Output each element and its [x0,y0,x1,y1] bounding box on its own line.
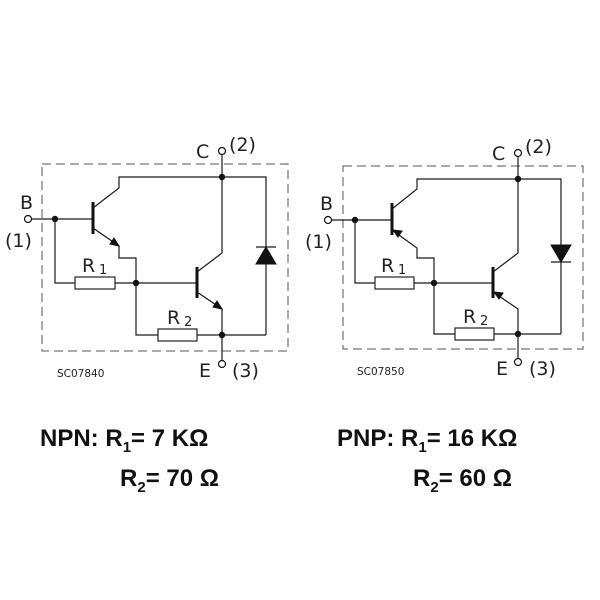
pnp-prefix: PNP: [337,425,395,452]
emitter-label: E [199,360,211,382]
diode-icon [255,246,277,265]
transistor-t2-npn [195,177,224,335]
emitter-terminal [513,357,523,367]
base-label: B [320,193,333,215]
r2-sub: 2 [430,479,439,496]
diode-icon [550,244,572,263]
resistor-r2 [157,328,198,342]
r1-sub: 1 [122,439,132,456]
r1-wire-left [54,219,75,284]
r2-name: R [120,465,138,492]
r1-wire-left [354,220,375,284]
r2-sub: 2 [137,479,146,496]
r2-wire-left [433,283,455,335]
emitter-label: E [496,358,508,380]
collector-pin-label: (2) [229,134,256,156]
pnp-r1-spec: PNP: R1= 16 KΩ [337,425,517,456]
drawing-code: SC07840 [57,368,104,380]
r1-name: R [105,425,123,452]
r1-subscript: 1 [398,263,406,278]
collector-label: C [492,143,505,165]
npn-r2-spec: R2= 70 Ω [120,465,219,496]
r1-label: R [381,255,394,277]
resistor-r2 [454,327,495,341]
emitter-pin-label: (3) [232,360,259,382]
diode-rail [518,178,562,334]
emitter-arrow-icon [212,300,224,310]
npn-prefix: NPN: [40,425,99,452]
base-terminal [323,215,333,225]
collector-pin-label: (2) [525,136,552,158]
resistor-r1 [374,276,415,290]
collector-label: C [196,141,209,163]
r2-subscript: 2 [480,314,488,329]
collector-terminal [217,146,227,156]
r2-wire-left [135,283,158,336]
emitter-arrow-icon [492,291,504,300]
r1-sub: 1 [418,439,427,456]
transistor-t1-npn [91,176,222,283]
pnp-darlington-circuit: B (1) R 1 R 2 C (2) [305,136,584,380]
r1-label: R [82,255,95,277]
base-pin-label: (1) [5,230,32,252]
r2-label: R [167,307,180,329]
emitter-arrow-icon [109,237,121,247]
r1-subscript: 1 [99,263,107,278]
collector-terminal [513,148,523,158]
r2-value: = 60 Ω [438,465,512,492]
emitter-pin-label: (3) [529,358,556,380]
npn-r1-spec: NPN: R1= 7 KΩ [40,425,208,456]
package-outline [41,163,289,352]
r2-subscript: 2 [184,315,192,330]
emitter-arrow-icon [391,229,403,238]
emitter-terminal [217,359,227,369]
r1-value: = 7 KΩ [131,425,209,452]
r2-label: R [463,306,476,328]
base-pin-label: (1) [305,231,332,253]
r1-value: = 16 KΩ [426,425,518,452]
transistor-t1-pnp [390,178,518,283]
diode-rail [222,176,267,335]
transistor-t2-pnp [491,179,519,334]
base-label: B [20,192,33,214]
package-outline [342,165,584,350]
r1-name: R [401,425,419,452]
resistor-r1 [74,276,116,290]
r2-name: R [413,465,431,492]
base-terminal [23,214,33,224]
drawing-code: SC07850 [357,366,404,378]
pnp-r2-spec: R2= 60 Ω [413,465,512,496]
npn-darlington-circuit: B (1) R 1 R 2 [5,134,289,382]
r2-value: = 70 Ω [145,465,219,492]
